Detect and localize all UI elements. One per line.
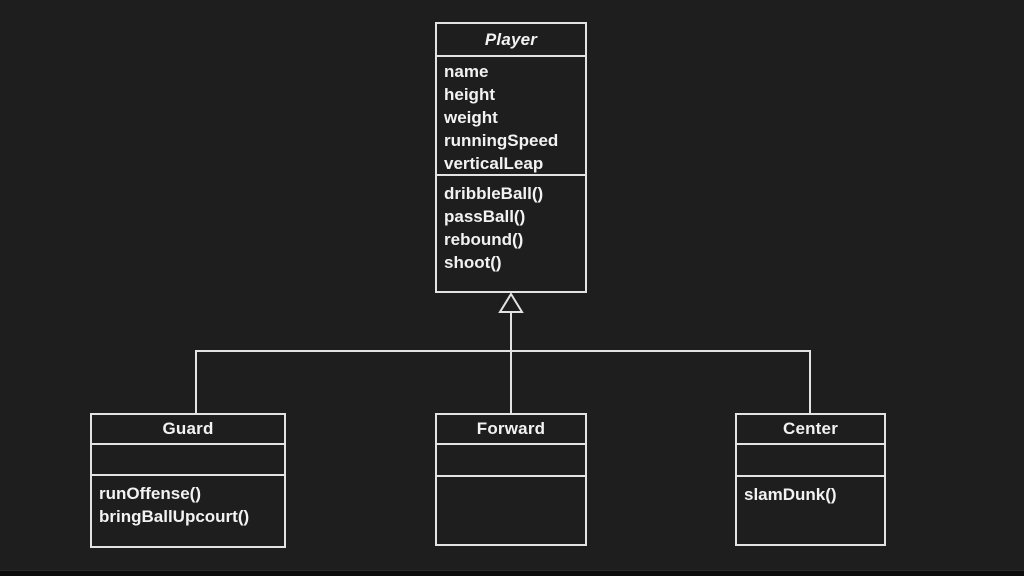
methods-section: dribbleBall() passBall() rebound() shoot… (437, 176, 585, 291)
class-title: Guard (92, 415, 284, 445)
method: bringBallUpcourt() (99, 507, 250, 526)
attribute: verticalLeap (444, 154, 544, 173)
attribute: height (444, 85, 495, 104)
class-box-forward[interactable]: Forward (435, 413, 587, 546)
methods-section (437, 477, 585, 544)
inheritance-arrow-icon (498, 292, 524, 313)
methods-section: runOffense() bringBallUpcourt() (92, 476, 284, 546)
attribute: weight (444, 108, 498, 127)
method: slamDunk() (744, 485, 837, 504)
class-title: Player (437, 24, 585, 57)
class-title: Forward (437, 415, 585, 445)
attribute: name (444, 62, 489, 81)
video-letterbox-strip (0, 570, 1024, 576)
class-box-player[interactable]: Player name height weight runningSpeed v… (435, 22, 587, 293)
method: passBall() (444, 207, 526, 226)
method: dribbleBall() (444, 184, 544, 203)
attributes-section (92, 445, 284, 476)
attributes-section (437, 445, 585, 477)
attributes-section: name height weight runningSpeed vertical… (437, 57, 585, 176)
class-title: Center (737, 415, 884, 445)
attributes-section (737, 445, 884, 477)
method: runOffense() (99, 484, 201, 503)
method: shoot() (444, 253, 502, 272)
method: rebound() (444, 230, 524, 249)
class-box-center[interactable]: Center slamDunk() (735, 413, 886, 546)
attribute: runningSpeed (444, 131, 559, 150)
methods-section: slamDunk() (737, 477, 884, 544)
class-box-guard[interactable]: Guard runOffense() bringBallUpcourt() (90, 413, 286, 548)
